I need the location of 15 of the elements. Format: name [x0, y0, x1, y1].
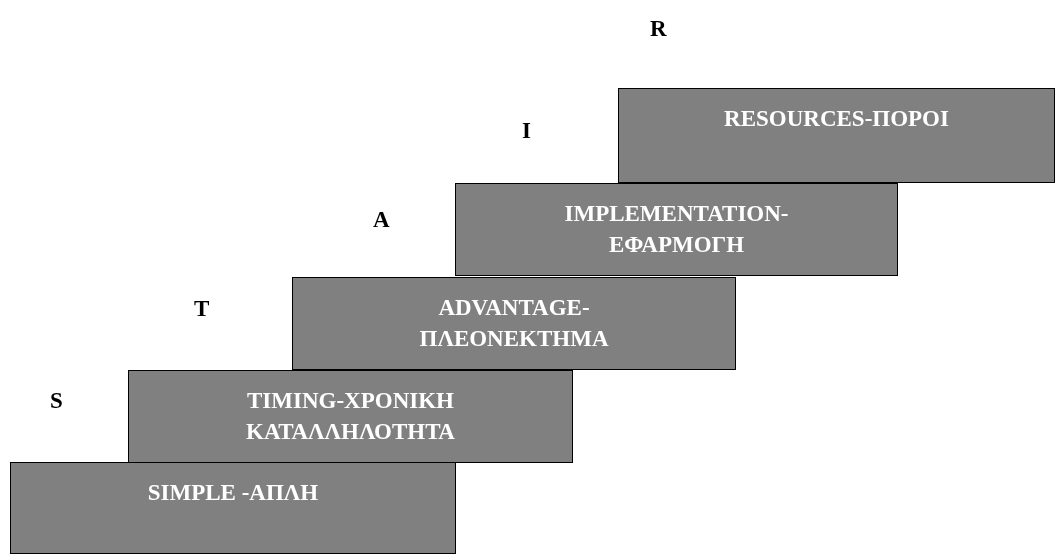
step-label: SIMPLE -ΑΠΛΗ [146, 479, 320, 507]
step-letter: A [373, 207, 390, 233]
step-letter: S [50, 388, 63, 414]
step-box [618, 88, 1055, 183]
step-letter: T [194, 296, 210, 322]
step-box [128, 370, 573, 463]
step-letter: I [522, 118, 531, 144]
step-label: IMPLEMENTATION- ΕΦΑΡΜΟΓΗ [563, 200, 790, 259]
step-label: TIMING-ΧΡΟΝΙΚΗ ΚΑΤΑΛΛΗΛΟΤΗΤΑ [245, 387, 456, 446]
step-label: RESOURCES-ΠΟΡΟΙ [723, 105, 950, 133]
step-box [455, 183, 898, 276]
step-label: ADVANTAGE- ΠΛΕΟΝΕΚΤΗΜΑ [418, 294, 610, 353]
step-box [292, 277, 736, 370]
step-letter: R [650, 16, 667, 42]
step-box [10, 462, 456, 554]
